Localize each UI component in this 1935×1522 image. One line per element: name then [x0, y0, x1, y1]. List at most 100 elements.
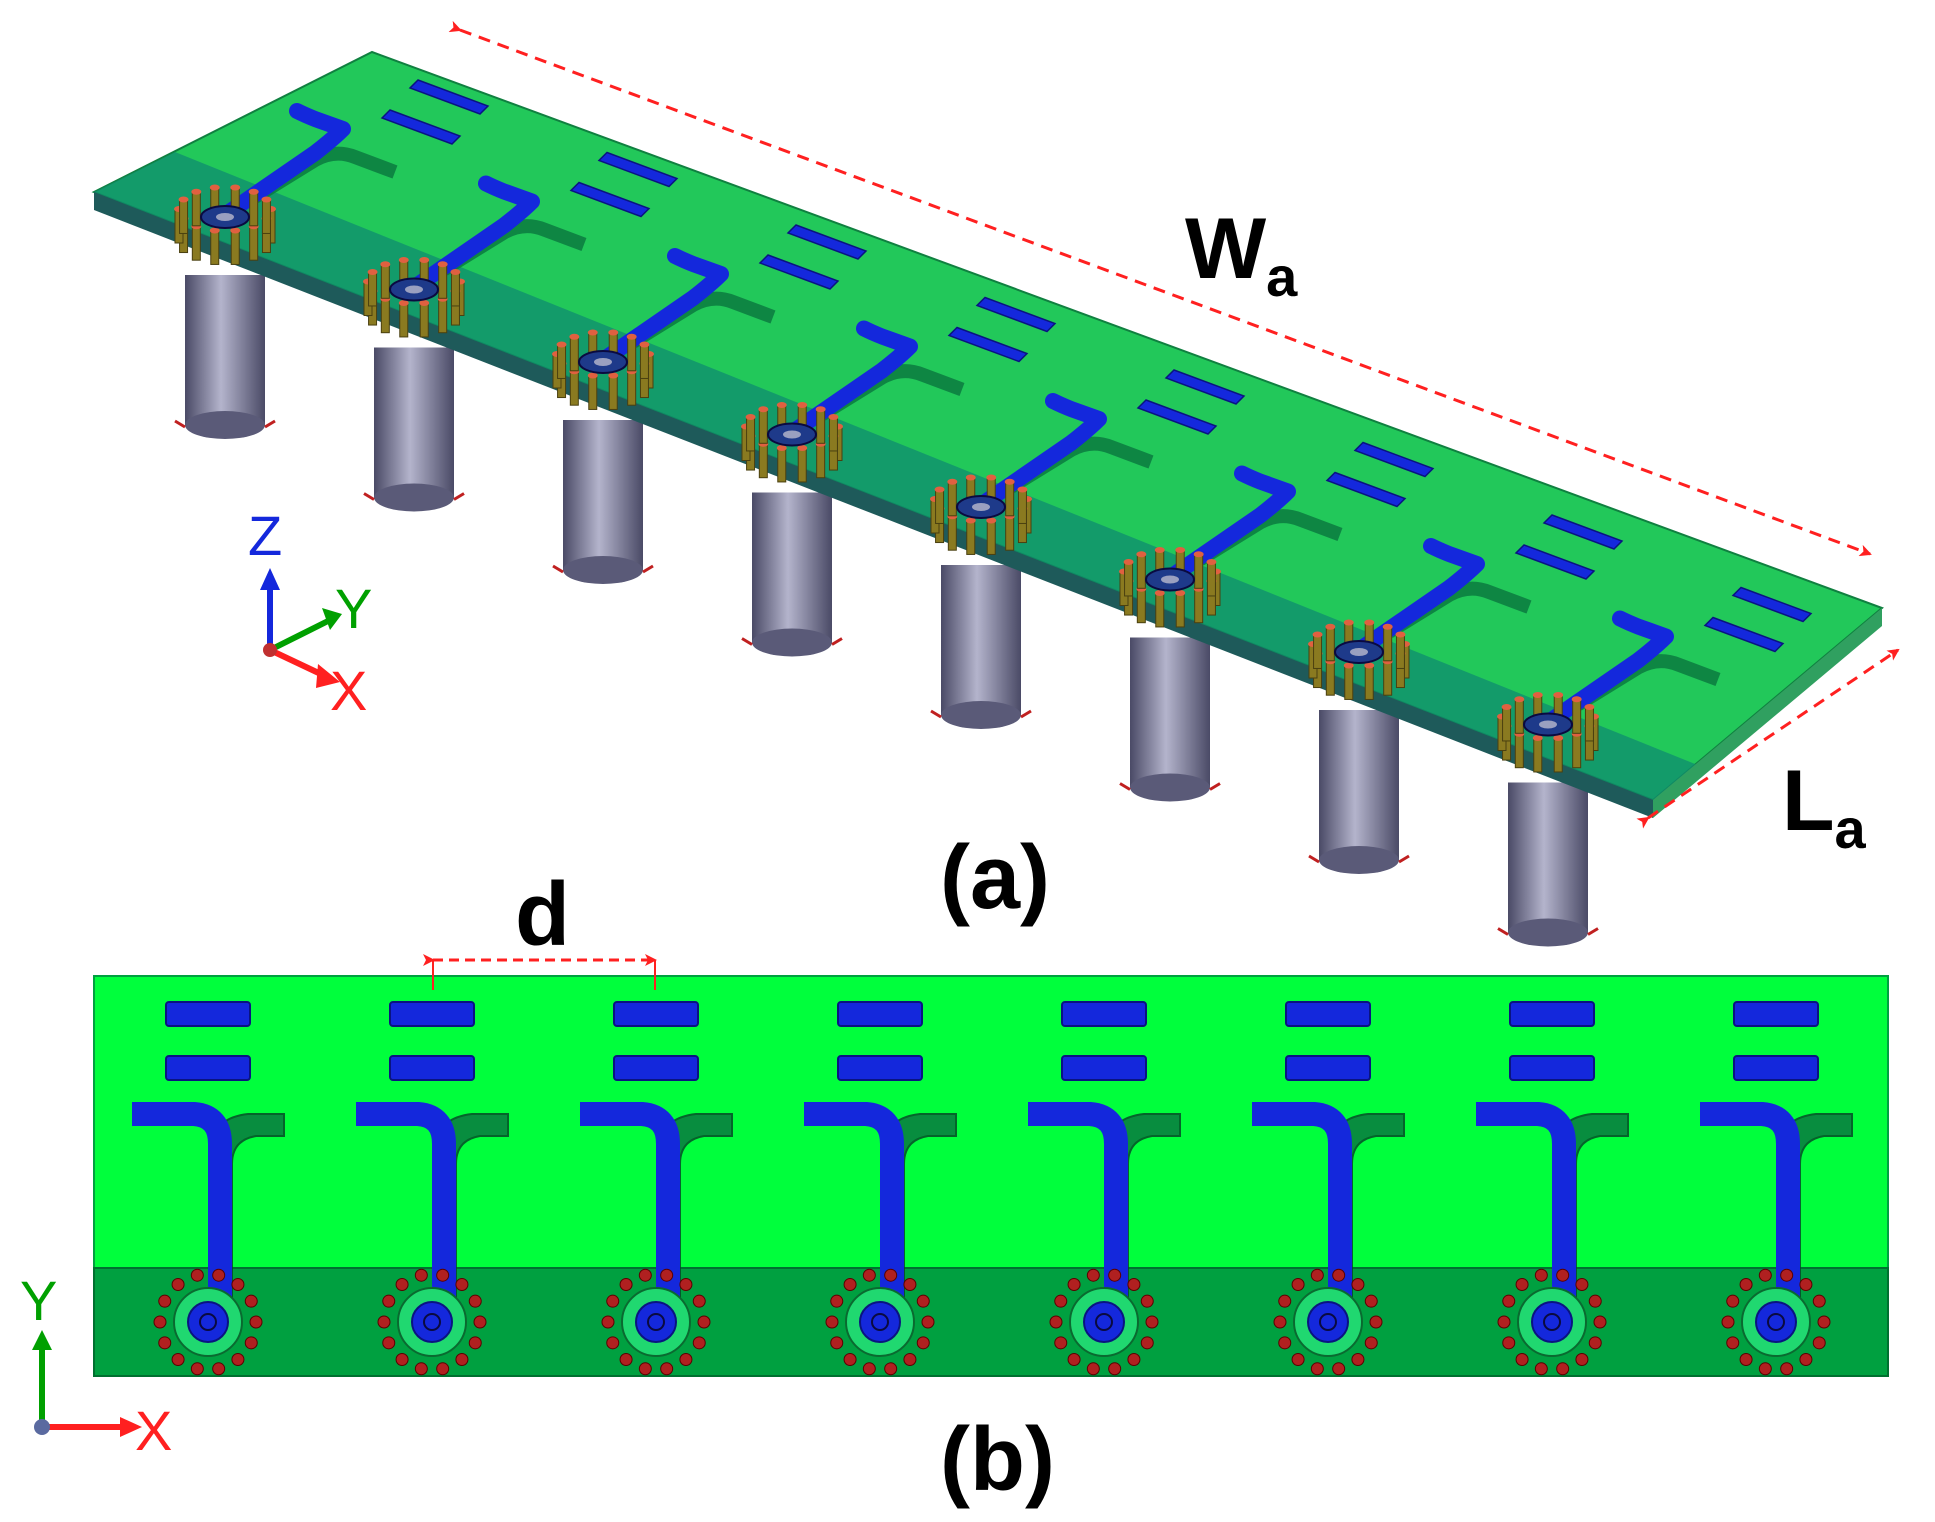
via-top [1364, 619, 1375, 626]
via-post [986, 519, 996, 555]
via-post [1514, 698, 1524, 734]
via-post [368, 271, 378, 307]
via [1310, 1362, 1324, 1376]
director-strip [613, 1055, 699, 1081]
via [171, 1277, 185, 1291]
via-post [1313, 633, 1323, 669]
via [619, 1277, 633, 1291]
via-ring [601, 1268, 711, 1376]
via-top [986, 474, 997, 481]
via-top [1193, 551, 1204, 558]
director-strip [1731, 586, 1813, 623]
via-post [1124, 561, 1134, 597]
director-strip [389, 1055, 475, 1081]
via-top [1154, 589, 1165, 596]
via-top [1017, 486, 1028, 493]
via-post [438, 298, 448, 334]
via-top [419, 299, 430, 306]
via [468, 1336, 482, 1350]
via-ring [377, 1268, 487, 1376]
via-post [1395, 633, 1405, 669]
connector-bottom [752, 628, 832, 657]
via-top [209, 227, 220, 234]
length-dimension-arrow [1636, 648, 1900, 829]
array-element-top-1 [132, 1001, 285, 1376]
via [244, 1336, 258, 1350]
via-post [249, 225, 259, 261]
via [1291, 1277, 1305, 1291]
via [1086, 1362, 1100, 1376]
via [916, 1294, 930, 1308]
via-top [178, 196, 189, 203]
connector-bottom [563, 556, 643, 584]
via-post [816, 408, 826, 444]
via-top [1364, 662, 1375, 669]
via [1108, 1268, 1122, 1282]
via [1369, 1315, 1383, 1329]
via [1593, 1315, 1607, 1329]
connector-flange-mark [552, 564, 654, 574]
via-post [1533, 737, 1543, 773]
via-top [1343, 662, 1354, 669]
via [1502, 1336, 1516, 1350]
via [1799, 1277, 1813, 1291]
via-post [1572, 733, 1582, 769]
via [884, 1362, 898, 1376]
via-post [1136, 553, 1146, 589]
via [1534, 1268, 1548, 1282]
via-post [746, 416, 756, 452]
feed-pad [635, 1301, 677, 1343]
via-post [1136, 588, 1146, 624]
via [1140, 1294, 1154, 1308]
via [1515, 1277, 1529, 1291]
feed-line [804, 1102, 904, 1300]
via-top [776, 402, 787, 409]
array-element-top-7 [1476, 1001, 1629, 1376]
connector-1 [174, 275, 276, 439]
via [1515, 1353, 1529, 1367]
via [916, 1336, 930, 1350]
connector-flange-mark [741, 637, 843, 646]
via [1726, 1294, 1740, 1308]
via [1758, 1268, 1772, 1282]
via-top [587, 329, 598, 336]
via-top [815, 406, 826, 413]
connector-body [941, 565, 1021, 715]
via [1588, 1294, 1602, 1308]
via [843, 1353, 857, 1367]
director-strip [1509, 1001, 1595, 1027]
via-top [1532, 692, 1543, 699]
axis-y-label-3d: Y [335, 577, 372, 640]
director-strip [1061, 1055, 1147, 1081]
via-post [1325, 660, 1335, 696]
via-post [1005, 481, 1015, 517]
via-post [1325, 626, 1335, 662]
via [414, 1268, 428, 1282]
via [1556, 1362, 1570, 1376]
via-top [965, 474, 976, 481]
via [1273, 1315, 1287, 1329]
director-strip [1733, 1001, 1819, 1027]
via [1556, 1268, 1570, 1282]
feed-pin [1767, 1313, 1785, 1331]
via-ring [153, 1268, 263, 1376]
via-post [230, 229, 240, 265]
via-post [557, 343, 567, 379]
width-dimension-arrow [448, 20, 1872, 557]
via-post [179, 198, 189, 234]
via [903, 1353, 917, 1367]
via [830, 1336, 844, 1350]
via-top [1571, 696, 1582, 703]
via [468, 1294, 482, 1308]
via-post [608, 374, 618, 410]
feed-pin [1095, 1313, 1113, 1331]
via [1502, 1294, 1516, 1308]
via [377, 1315, 391, 1329]
array-element-top-3 [580, 1001, 733, 1376]
via-top [230, 227, 241, 234]
via [679, 1277, 693, 1291]
via [473, 1315, 487, 1329]
via [382, 1336, 396, 1350]
director-strip [1285, 1055, 1371, 1081]
axis-triad-3d: Z Y X [248, 504, 372, 722]
